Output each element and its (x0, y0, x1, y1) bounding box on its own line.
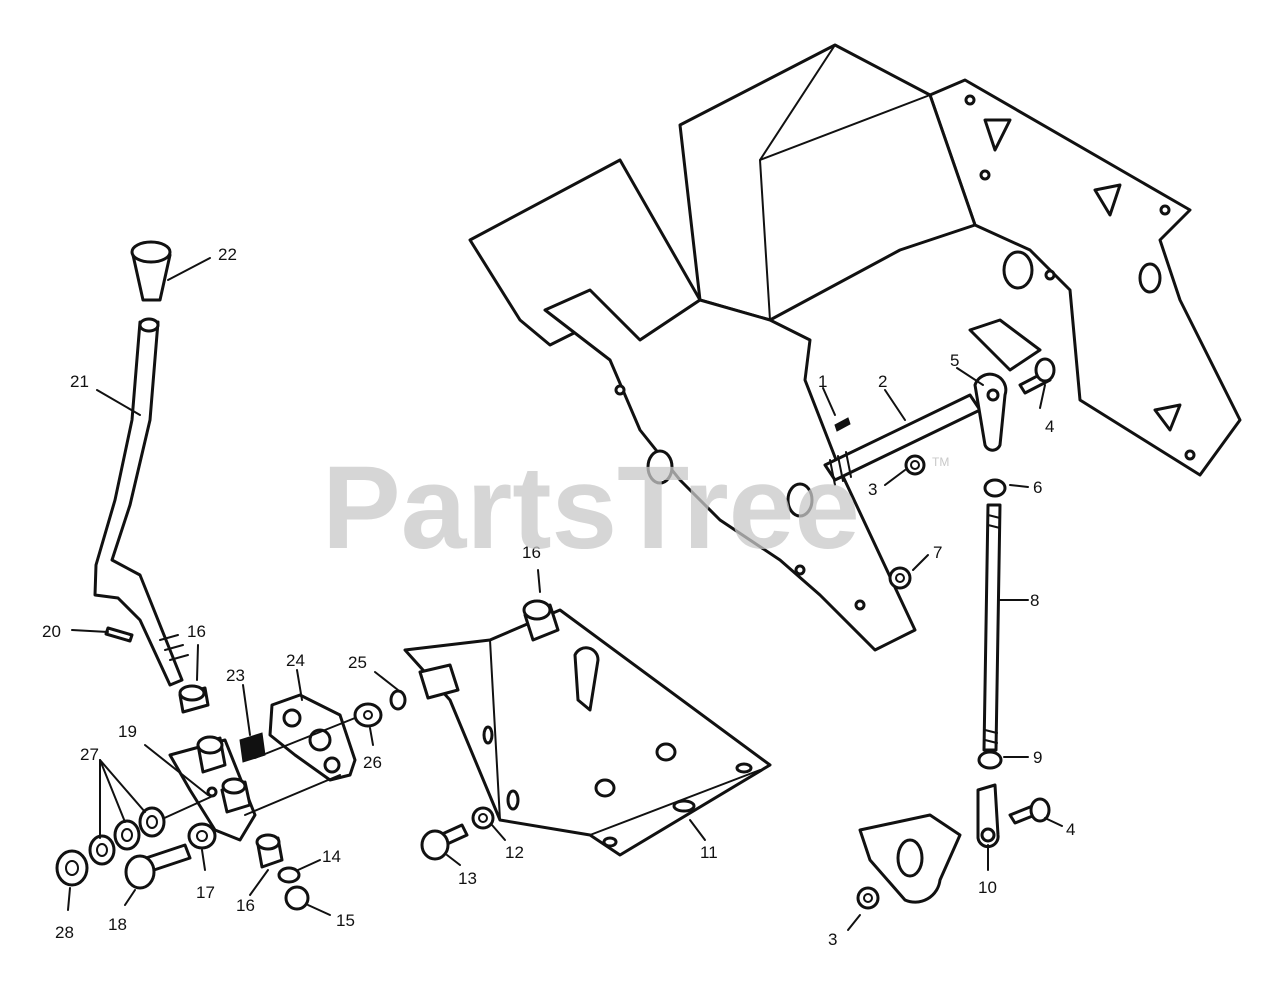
callout-3: 3 (868, 480, 877, 499)
frame-housing (468, 43, 1242, 652)
jam-nut-lower (977, 750, 1003, 770)
watermark-text: PartsTree (322, 442, 860, 574)
callout-23: 23 (226, 666, 245, 685)
bolt-13 (420, 823, 469, 861)
bushing-lever (178, 684, 210, 714)
callout-27: 27 (80, 745, 99, 764)
callout-labels: 1 2 3 3 4 4 5 6 7 8 9 10 11 12 13 14 15 … (42, 245, 1075, 949)
callout-16: 16 (236, 896, 255, 915)
washer-26 (353, 702, 383, 728)
roll-pin (104, 626, 134, 643)
callout-7: 7 (933, 543, 942, 562)
bolt-lower (1008, 797, 1051, 825)
callout-14: 14 (322, 847, 341, 866)
assembly-line-lower (244, 774, 341, 816)
callout-15: 15 (336, 911, 355, 930)
callout-20: 20 (42, 622, 61, 641)
callout-1: 1 (818, 372, 827, 391)
jam-nut-upper (983, 478, 1007, 498)
washer-27a (138, 806, 166, 838)
callout-13: 13 (458, 869, 477, 888)
callout-17: 17 (196, 883, 215, 902)
bolt (1018, 357, 1056, 395)
callout-28: 28 (55, 923, 74, 942)
shift-knob (130, 240, 172, 302)
watermark: PartsTree TM (322, 442, 949, 574)
pivot-bracket (168, 735, 257, 842)
assembly-line-upper (254, 717, 356, 759)
callout-16: 16 (187, 622, 206, 641)
callout-19: 19 (118, 722, 137, 741)
callout-4: 4 (1045, 417, 1054, 436)
threaded-rod (982, 503, 1002, 752)
watermark-trademark: TM (932, 455, 949, 469)
washer-27b (113, 819, 141, 851)
callout-4: 4 (1066, 820, 1075, 839)
callout-22: 22 (218, 245, 237, 264)
hex-nut-7 (888, 566, 912, 590)
bushing-16c (255, 833, 284, 869)
callout-10: 10 (978, 878, 997, 897)
leader-lines (67, 257, 1063, 931)
callout-9: 9 (1033, 748, 1042, 767)
hex-nut (904, 454, 926, 476)
shift-plate (268, 693, 357, 782)
shift-lever (93, 317, 189, 687)
callout-8: 8 (1030, 591, 1039, 610)
callout-6: 6 (1033, 478, 1042, 497)
nut-15 (284, 885, 310, 911)
assembly-line-left (159, 794, 216, 821)
nut-28 (55, 849, 89, 887)
callout-25: 25 (348, 653, 367, 672)
callout-11: 11 (700, 843, 718, 862)
callout-18: 18 (108, 915, 127, 934)
bushing-top (522, 599, 560, 642)
washer-14 (277, 866, 301, 884)
callout-21: 21 (70, 372, 89, 391)
grease-fitting (239, 732, 266, 763)
lever-arm (973, 372, 1008, 452)
nut-12 (471, 806, 495, 830)
spring-pin (834, 417, 851, 432)
callout-2: 2 (878, 372, 887, 391)
mounting-bracket (403, 608, 772, 857)
bolt-18 (124, 843, 192, 890)
callout-24: 24 (286, 651, 305, 670)
bellcrank-lower (858, 813, 962, 904)
hex-nut-lower (856, 886, 880, 910)
callout-26: 26 (363, 753, 382, 772)
washer-17 (187, 822, 217, 850)
rod-end (976, 783, 1000, 849)
callout-12: 12 (505, 843, 524, 862)
washer-25 (389, 689, 407, 711)
callout-16: 16 (522, 543, 541, 562)
callout-3: 3 (828, 930, 837, 949)
washer-27c (88, 834, 116, 866)
callout-5: 5 (950, 351, 959, 370)
